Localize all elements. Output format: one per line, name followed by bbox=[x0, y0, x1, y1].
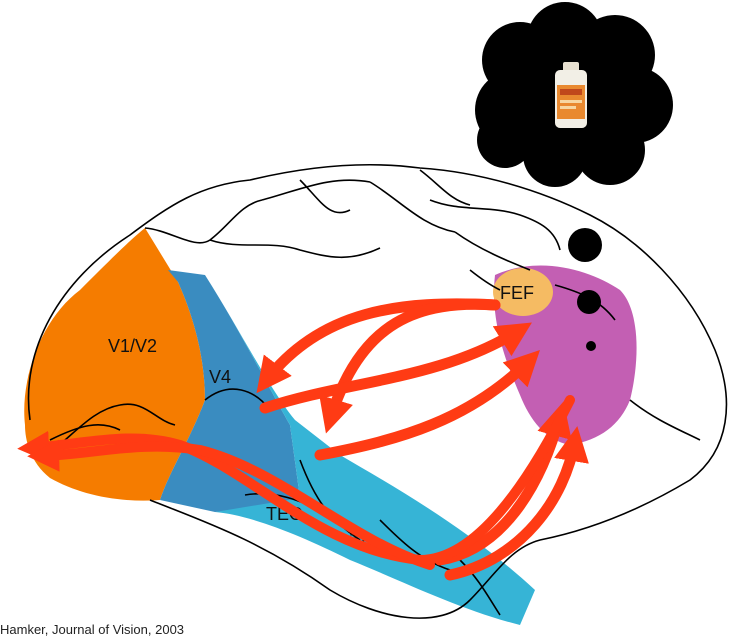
label-v1v2: V1/V2 bbox=[108, 336, 157, 356]
label-fef: FEF bbox=[500, 283, 534, 303]
arrow-fef-to-v4 bbox=[265, 304, 495, 382]
thought-dot-large bbox=[568, 228, 602, 262]
thought-dot-medium bbox=[577, 290, 601, 314]
citation: Hamker, Journal of Vision, 2003 bbox=[0, 622, 184, 637]
thought-dot-small bbox=[586, 341, 596, 351]
label-v4: V4 bbox=[209, 367, 231, 387]
brain-regions bbox=[24, 228, 636, 625]
bottle-icon bbox=[555, 62, 587, 128]
